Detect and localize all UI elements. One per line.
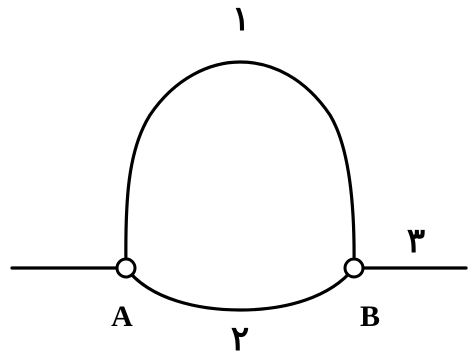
node-b [343,257,365,279]
label-bottom-path: ۲ [231,319,249,357]
label-point-b: B [360,300,380,333]
label-point-a: A [111,300,133,333]
node-a [115,257,137,279]
bottom-arc-path [124,266,356,312]
label-top-path: ۱ [232,0,250,39]
label-right-path: ۳ [407,221,425,261]
top-arc-path [124,60,356,270]
